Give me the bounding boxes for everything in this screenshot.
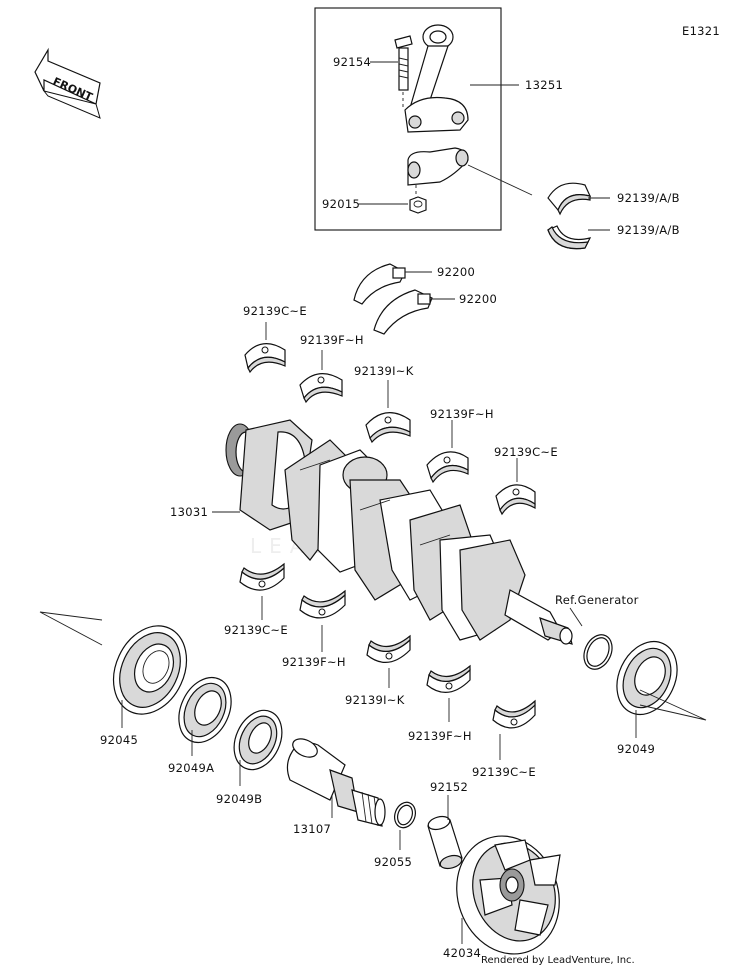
label-92049: 92049 — [617, 742, 655, 756]
label-92154: 92154 — [333, 55, 371, 69]
conrod-bearing-upper — [547, 182, 592, 216]
label-92139fh-top-left: 92139F~H — [300, 333, 364, 347]
label-92139ce-top-right: 92139C~E — [494, 445, 558, 459]
label-13251: 13251 — [525, 78, 563, 92]
damper-42034 — [456, 835, 561, 955]
oil-seal-92049b — [233, 709, 283, 771]
label-42034: 42034 — [443, 946, 481, 960]
label-92139fh-bot-right: 92139F~H — [408, 729, 472, 743]
oil-seal-92045 — [112, 625, 188, 715]
main-bearing-lower-1 — [239, 562, 285, 591]
label-92139ik-bot: 92139I~K — [345, 693, 405, 707]
crank-oring — [583, 634, 613, 670]
label-92139ab-2: 92139/A/B — [617, 223, 680, 237]
oil-seal-92049a — [178, 676, 232, 744]
label-92045: 92045 — [100, 733, 138, 747]
label-92055: 92055 — [374, 855, 412, 869]
connecting-rod-assembly-box — [314, 7, 502, 231]
label-13107: 13107 — [293, 822, 331, 836]
main-bearing-upper-4 — [426, 451, 469, 484]
bushing-92152 — [427, 815, 463, 870]
crankshaft — [225, 419, 573, 645]
label-92015: 92015 — [322, 197, 360, 211]
label-92049b: 92049B — [216, 792, 262, 806]
label-92139ce-bot-right: 92139C~E — [472, 765, 536, 779]
main-bearing-upper-1 — [244, 343, 286, 374]
thrust-washer-2 — [373, 289, 433, 335]
label-92139ab-1: 92139/A/B — [617, 191, 680, 205]
oil-seal-right — [616, 640, 678, 716]
main-bearing-lower-5 — [492, 699, 536, 729]
label-92139fh-bot-left: 92139F~H — [282, 655, 346, 669]
label-13031: 13031 — [170, 505, 208, 519]
label-92139ce-bot-left: 92139C~E — [224, 623, 288, 637]
label-92139ik-top: 92139I~K — [354, 364, 414, 378]
main-bearing-lower-4 — [426, 664, 471, 693]
conrod-bearing-lower — [547, 225, 592, 250]
label-92200-1: 92200 — [437, 265, 475, 279]
diagram-code: E1321 — [682, 24, 720, 38]
label-92139fh-top-right: 92139F~H — [430, 407, 494, 421]
conrod-bolt — [394, 35, 413, 110]
main-bearing-upper-3 — [365, 412, 411, 444]
main-bearing-lower-2 — [299, 589, 346, 619]
oring-92055 — [394, 801, 416, 829]
label-92139ce-top-left: 92139C~E — [243, 304, 307, 318]
label-92152: 92152 — [430, 780, 468, 794]
main-bearing-upper-5 — [495, 484, 536, 516]
label-92049a: 92049A — [168, 761, 214, 775]
connecting-rod — [404, 24, 469, 133]
conrod-nut — [409, 196, 427, 214]
front-arrow-icon: FRONT — [34, 47, 101, 119]
main-bearing-lower-3 — [366, 634, 411, 663]
thrust-washer-1 — [353, 263, 406, 305]
label-92200-2: 92200 — [459, 292, 497, 306]
footer-credit: Rendered by LeadVenture, Inc. — [481, 955, 635, 966]
ref-generator-label: Ref.Generator — [555, 593, 639, 607]
connecting-rod-cap — [407, 147, 469, 198]
coupling-shaft — [286, 738, 386, 827]
main-bearing-upper-2 — [299, 373, 343, 404]
